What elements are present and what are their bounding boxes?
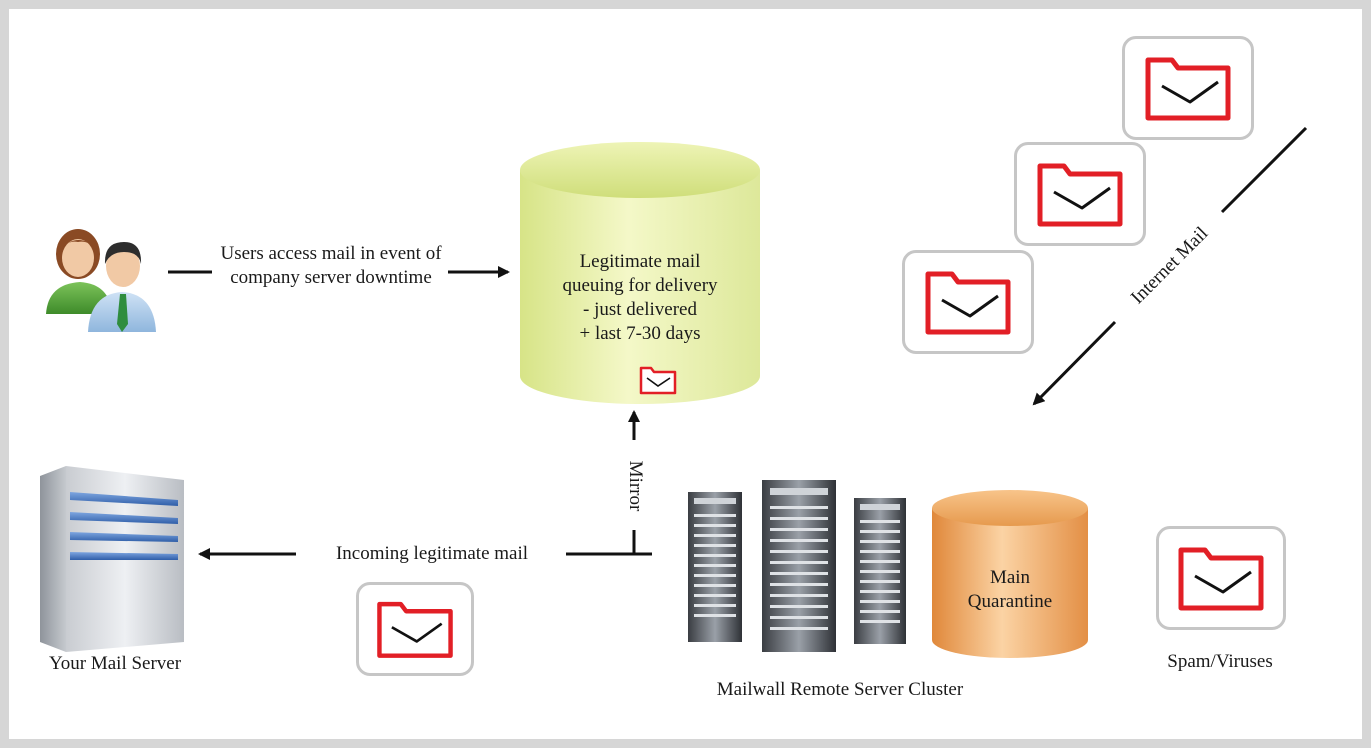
legitimate-mail-database — [518, 140, 762, 406]
internet-envelope-3 — [902, 250, 1034, 354]
internet-mail-arrow — [1032, 320, 1117, 406]
mirror-label: Mirror — [625, 460, 646, 512]
envelope-icon — [1178, 547, 1264, 611]
users-icon — [40, 224, 160, 334]
incoming-mail-label: Incoming legitimate mail — [300, 542, 564, 566]
envelope-icon — [1037, 163, 1123, 227]
rack-right — [854, 498, 906, 644]
mail-server-label: Your Mail Server — [48, 653, 182, 674]
envelope-icon — [1145, 57, 1231, 121]
envelope-icon — [377, 601, 453, 658]
incoming-envelope — [356, 582, 474, 676]
legit-db-line-4: + last 7-30 days — [579, 323, 701, 344]
server-icon — [36, 466, 188, 654]
quarantine-line-1: Main — [989, 567, 1031, 588]
spam-envelope — [1156, 526, 1286, 630]
internet-envelope-1 — [1122, 36, 1254, 140]
legit-db-line-2: queuing for delivery — [562, 275, 718, 296]
legit-db-text: Legitimate mail queuing for delivery - j… — [540, 250, 740, 346]
users-access-label: Users access mail in event of company se… — [220, 243, 442, 288]
internet-envelope-2 — [1014, 142, 1146, 246]
envelope-icon — [638, 364, 678, 396]
legit-db-line-1: Legitimate mail — [579, 251, 701, 272]
rack-left — [688, 492, 742, 642]
spam-label: Spam/Viruses — [1167, 651, 1273, 672]
rack-center — [762, 480, 836, 652]
quarantine-line-2: Quarantine — [967, 591, 1053, 612]
legit-db-line-3: - just delivered — [583, 299, 697, 320]
server-rack-icon — [680, 480, 920, 660]
internet-mail-line-upper — [1220, 126, 1308, 214]
quarantine-label: Main Quarantine — [940, 566, 1080, 614]
envelope-icon — [925, 271, 1011, 335]
quarantine-database — [930, 488, 1090, 662]
cluster-label: Mailwall Remote Server Cluster — [716, 679, 964, 700]
